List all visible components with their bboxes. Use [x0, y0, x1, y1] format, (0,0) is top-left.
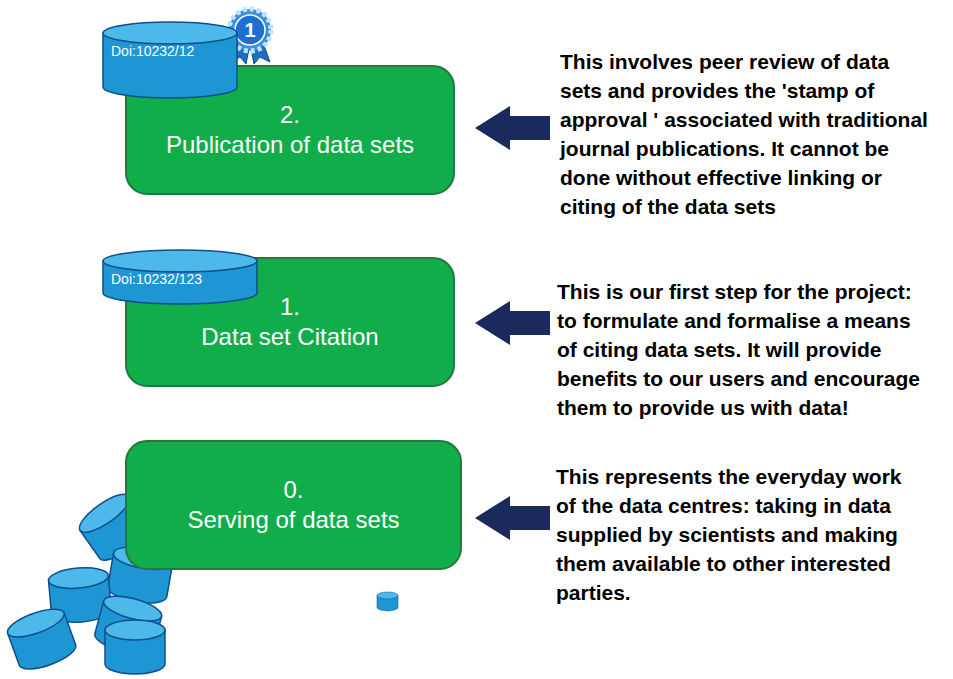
- cylinder-top: [103, 22, 237, 44]
- block-arrow: [475, 496, 550, 540]
- block-arrow: [475, 301, 550, 345]
- doi-cylinder: Doi:10232/12: [103, 22, 237, 98]
- step-number: 0.: [283, 475, 303, 505]
- step-number: 2.: [280, 100, 300, 130]
- description-text: This is our first step for the project: …: [557, 277, 932, 422]
- small-data-set: [377, 592, 398, 611]
- doi-cylinder: Doi:10232/123: [103, 250, 257, 304]
- description-text: This involves peer review of data sets a…: [560, 47, 930, 221]
- cylinder-top: [103, 250, 257, 272]
- block-arrow: [475, 106, 550, 150]
- step-title: Serving of data sets: [187, 505, 399, 535]
- step-number: 1.: [280, 292, 300, 322]
- step-title: Publication of data sets: [166, 130, 414, 160]
- cylinder-outline: [103, 22, 237, 98]
- doi-label: Doi:10232/12: [111, 43, 231, 60]
- process-box: 0.Serving of data sets: [125, 440, 462, 570]
- description-text: This represents the everyday work of the…: [556, 462, 926, 607]
- rank-number: 1: [238, 18, 262, 42]
- step-title: Data set Citation: [201, 322, 378, 352]
- doi-label: Doi:10232/123: [111, 271, 251, 288]
